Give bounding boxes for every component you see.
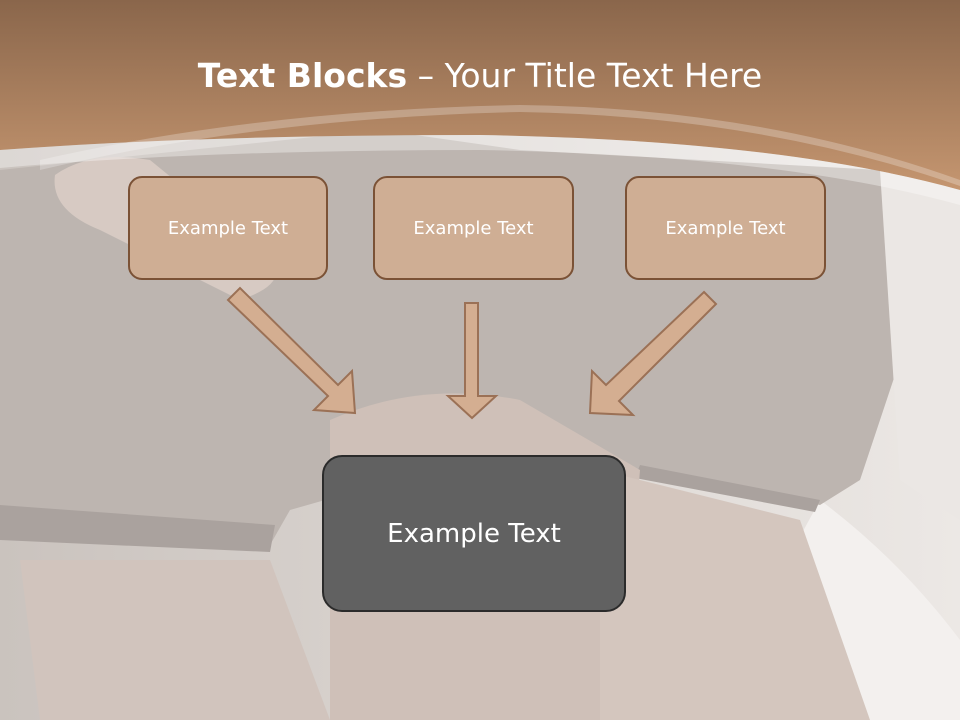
slide-title: Text Blocks – Your Title Text Here bbox=[0, 52, 960, 100]
text-block-3-label: Example Text bbox=[665, 217, 786, 239]
center-text-block-label: Example Text bbox=[387, 518, 561, 549]
text-block-3[interactable]: Example Text bbox=[625, 176, 826, 280]
title-bold-text: Text Blocks bbox=[197, 56, 408, 95]
title-dash: – bbox=[417, 56, 435, 95]
text-block-1-label: Example Text bbox=[167, 217, 289, 239]
text-block-1[interactable]: Example Text bbox=[128, 176, 328, 280]
center-text-block[interactable]: Example Text bbox=[322, 455, 626, 612]
title-rest-text: Your Title Text Here bbox=[444, 56, 763, 95]
text-block-2-label: Example Text bbox=[413, 217, 534, 239]
text-block-2[interactable]: Example Text bbox=[373, 176, 574, 280]
